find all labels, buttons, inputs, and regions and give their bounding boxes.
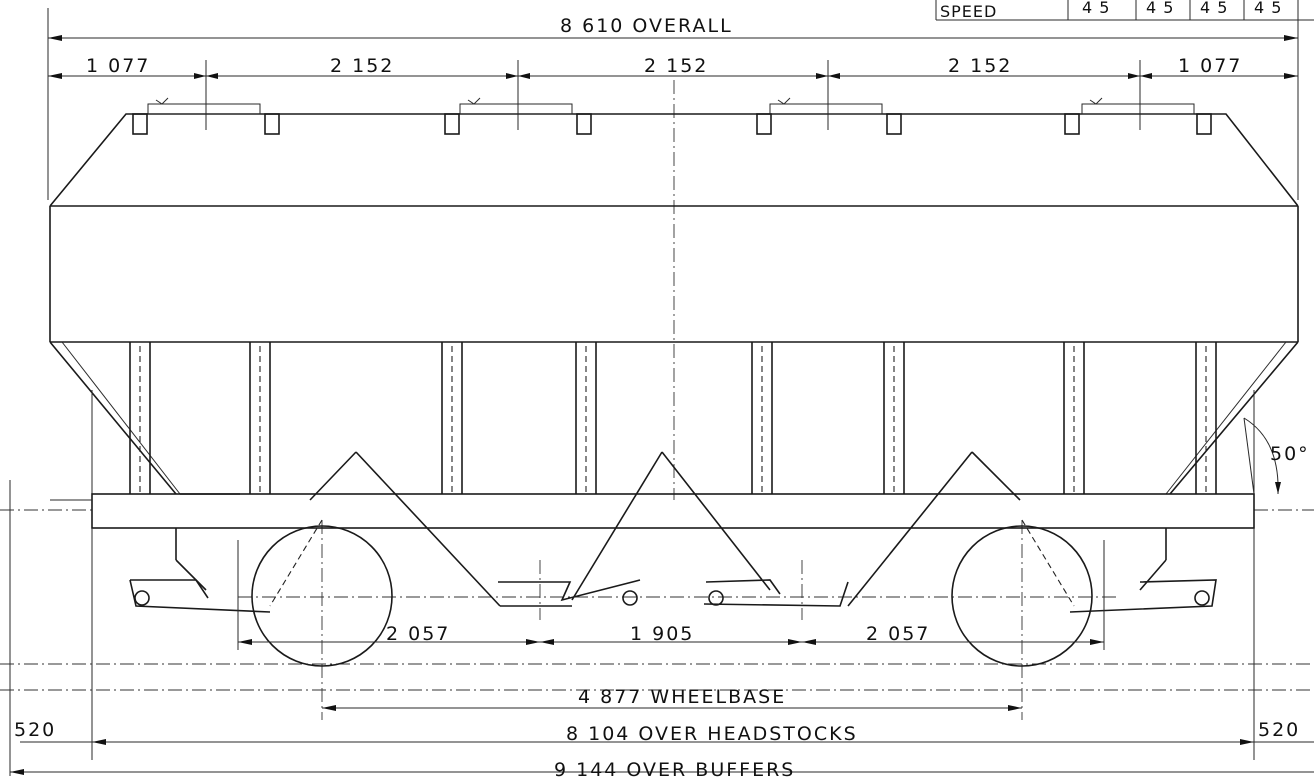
dim-end-right: 1 077 [1178,55,1242,77]
dim-hopper-spacing: 1 905 [630,623,694,645]
dim-overall: 8 610 OVERALL [560,15,733,37]
roof-hatch [1064,97,1212,135]
speed-label: SPEED [940,2,997,21]
wheel-right [951,525,1093,667]
dim-bay-2: 2 152 [644,55,708,77]
discharge-gear [129,528,1217,613]
wheels [251,525,1093,667]
speed-value-1: 4 5 [1082,0,1110,17]
stanchions [91,342,1255,494]
angle-annotation: 50° [1243,417,1310,495]
speed-table: SPEED 4 5 4 5 4 5 4 5 [935,0,1314,21]
underframe [50,493,1255,529]
roof-hatch [756,97,902,135]
dim-bay-3: 2 152 [948,55,1012,77]
dim-angle: 50° [1270,443,1310,465]
roof-hatches [132,97,1212,135]
dim-axle-hopper-right: 2 057 [866,623,930,645]
roof-hatch [132,97,280,135]
dim-buffer-left: 520 [14,719,56,741]
speed-value-4: 4 5 [1254,0,1282,17]
speed-value-3: 4 5 [1200,0,1228,17]
centre-lines [0,80,1314,720]
dim-axle-hopper-left: 2 057 [386,623,450,645]
wheel-left [251,525,393,667]
roof-hatch [444,97,592,135]
dim-over-buffers: 9 144 OVER BUFFERS [554,759,795,779]
hopper-cones [180,451,1075,607]
dim-end-left: 1 077 [86,55,150,77]
bottom-dimensions: 2 057 1 905 2 057 4 877 WHEELBASE 8 104 … [9,480,1314,779]
dim-bay-1: 2 152 [330,55,394,77]
hopper-body [49,113,1299,495]
dim-buffer-right: 520 [1258,719,1300,741]
top-dimensions: 8 610 OVERALL 1 077 2 152 2 152 2 152 1 … [47,8,1299,200]
dim-wheelbase: 4 877 WHEELBASE [578,686,786,708]
dim-over-headstocks: 8 104 OVER HEADSTOCKS [566,723,858,745]
speed-value-2: 4 5 [1146,0,1174,17]
